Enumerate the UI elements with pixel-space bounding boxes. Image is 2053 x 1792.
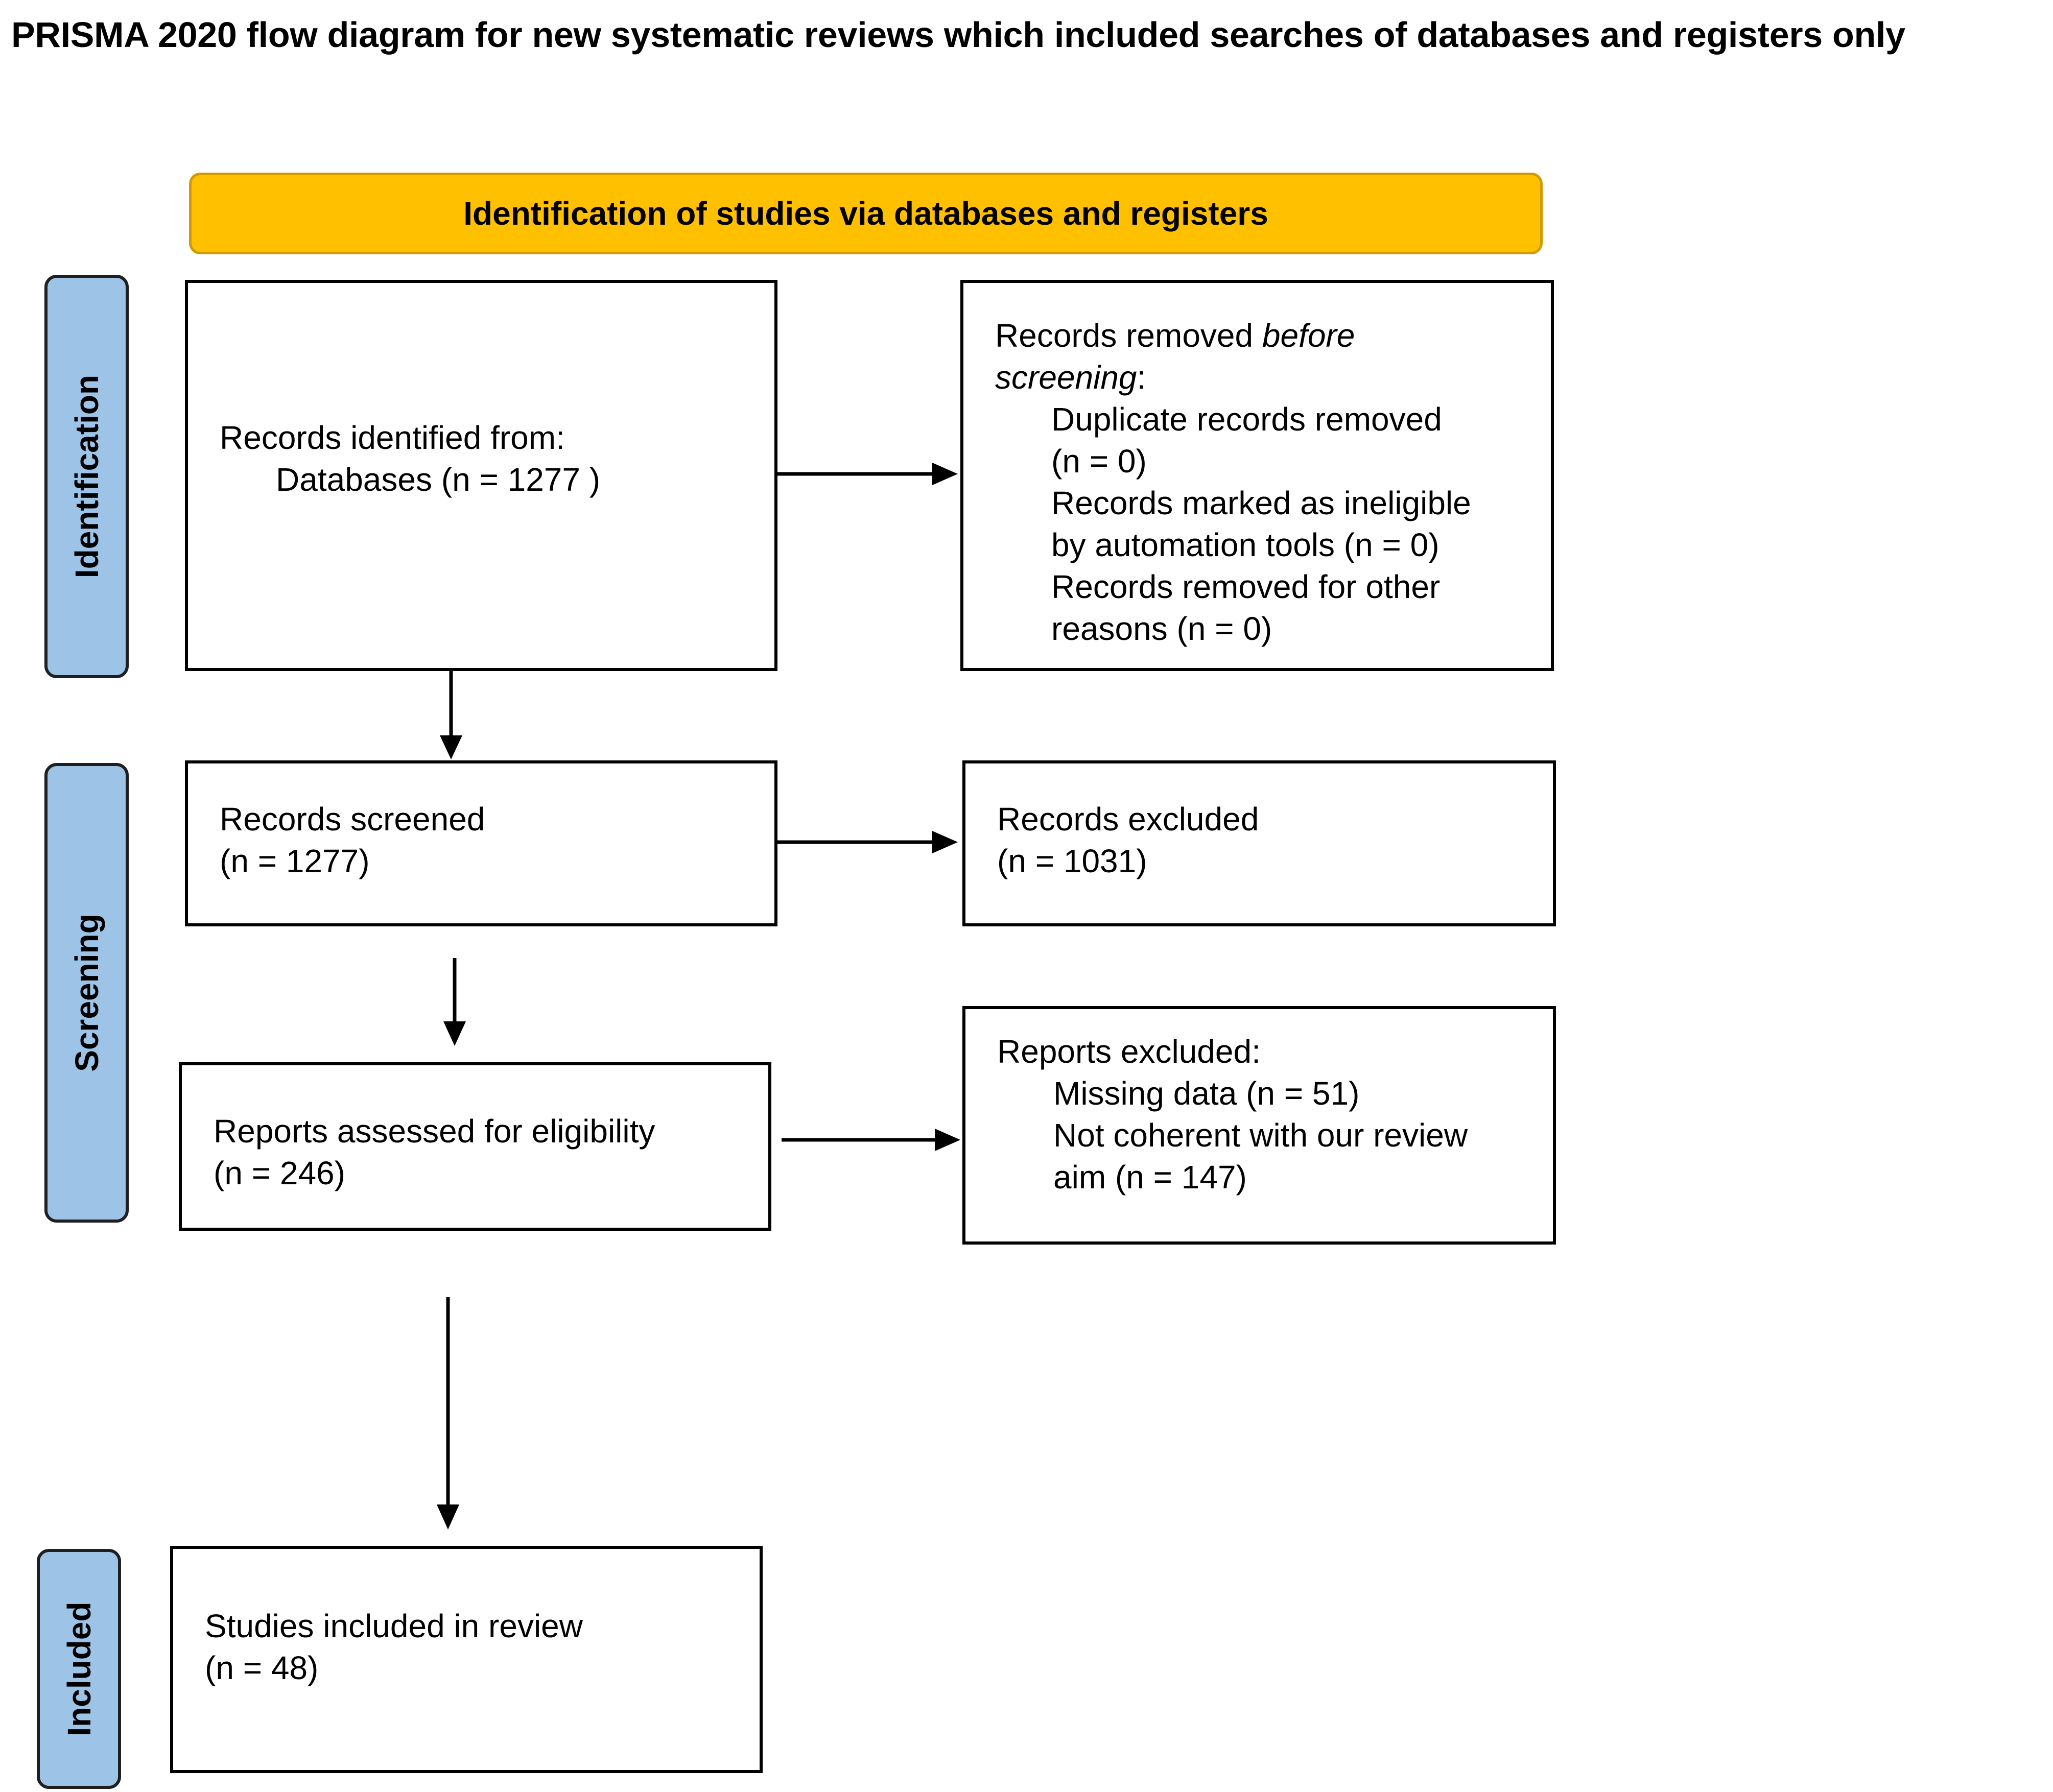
other-reasons-removed: Records removed for other xyxy=(1051,568,1441,605)
diagram-title: PRISMA 2020 flow diagram for new systema… xyxy=(11,15,1905,55)
not-coherent-excluded: Not coherent with our review xyxy=(1053,1117,1468,1154)
reports-excluded-box: Reports excluded: Missing data (n = 51) … xyxy=(962,1006,1556,1245)
stage-screening: Screening xyxy=(44,763,129,1223)
automation-ineligible: Records marked as ineligible xyxy=(1051,485,1471,521)
records-identified-box: Records identified from: Databases (n = … xyxy=(185,280,777,671)
arrow-identified-to-removed-head xyxy=(932,463,958,485)
records-excluded-label: Records excluded xyxy=(997,801,1259,838)
identification-header-bar: Identification of studies via databases … xyxy=(189,173,1543,254)
arrow-assessed-to-excluded-head xyxy=(935,1129,960,1151)
studies-included-box: Studies included in review (n = 48) xyxy=(170,1546,763,1773)
duplicates-removed: Duplicate records removed xyxy=(1051,401,1442,438)
other-reasons-removed-count: reasons (n = 0) xyxy=(1051,610,1272,647)
records-removed-heading-cont: screening: xyxy=(995,359,1146,396)
arrow-assessed-to-included-head xyxy=(437,1504,459,1530)
records-identified-databases: Databases (n = 1277 ) xyxy=(276,461,601,498)
reports-assessed-label: Reports assessed for eligibility xyxy=(214,1113,655,1150)
duplicates-removed-count: (n = 0) xyxy=(1051,443,1147,480)
identification-header-label: Identification of studies via databases … xyxy=(463,195,1268,232)
reports-assessed-count: (n = 246) xyxy=(214,1155,345,1191)
not-coherent-excluded-count: aim (n = 147) xyxy=(1053,1159,1247,1196)
reports-excluded-heading: Reports excluded: xyxy=(997,1033,1261,1070)
missing-data-excluded: Missing data (n = 51) xyxy=(1053,1075,1360,1112)
arrow-screened-to-excluded-head xyxy=(932,831,958,853)
studies-included-count: (n = 48) xyxy=(205,1650,319,1686)
records-screened-label: Records screened xyxy=(220,801,485,838)
arrow-identified-to-screened-head xyxy=(440,735,462,759)
records-screened-box: Records screened (n = 1277) xyxy=(185,760,777,926)
automation-ineligible-count: by automation tools (n = 0) xyxy=(1051,527,1440,563)
records-removed-box: Records removed before screening: Duplic… xyxy=(960,280,1554,671)
records-excluded-box: Records excluded (n = 1031) xyxy=(962,760,1556,926)
reports-assessed-box: Reports assessed for eligibility (n = 24… xyxy=(179,1062,771,1231)
arrow-screened-to-assessed-head xyxy=(443,1021,466,1046)
records-identified-heading: Records identified from: xyxy=(220,419,565,456)
records-removed-heading: Records removed before xyxy=(995,317,1355,354)
records-screened-count: (n = 1277) xyxy=(220,843,370,879)
stage-identification: Identification xyxy=(44,275,129,678)
studies-included-label: Studies included in review xyxy=(205,1608,583,1644)
stage-included: Included xyxy=(37,1549,121,1789)
records-excluded-count: (n = 1031) xyxy=(997,843,1147,879)
